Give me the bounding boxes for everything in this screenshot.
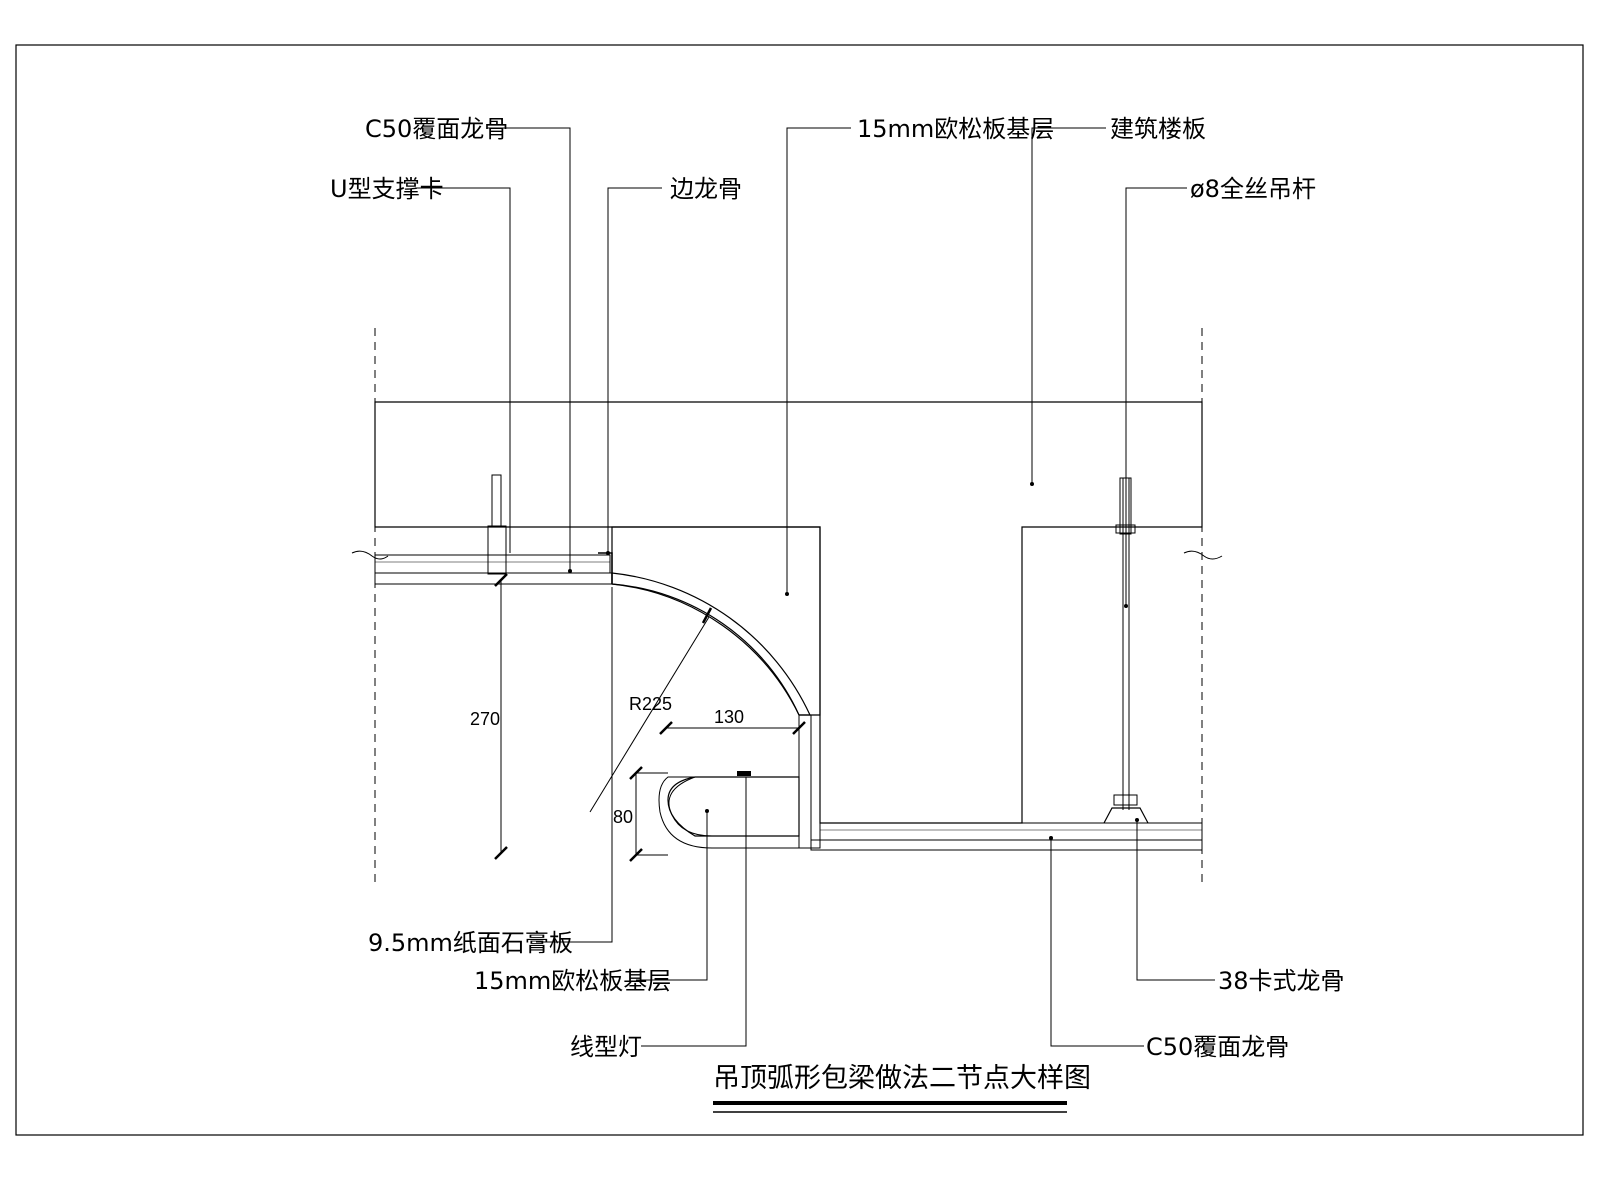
osb-board-vertical	[810, 714, 821, 849]
keel-38	[1103, 807, 1149, 824]
leader-dot	[1049, 836, 1053, 840]
label-gypsum: 9.5mm纸面石膏板	[368, 929, 573, 957]
c50-keel-right	[819, 822, 1203, 841]
leader-keel-38	[1136, 820, 1215, 981]
leader-light	[641, 777, 747, 1047]
dim-line	[659, 721, 673, 735]
label-osb-top: 15mm欧松板基层	[857, 115, 1054, 143]
c50-keel-left	[374, 554, 611, 574]
gypsum-board-left	[374, 572, 613, 585]
leader-dot	[606, 551, 610, 555]
light-trough-block	[667, 776, 800, 837]
dim-line	[701, 607, 713, 624]
dim-130: 130	[714, 707, 744, 727]
floor-slab	[374, 401, 1203, 824]
leader-dot	[1124, 604, 1128, 608]
dim-line	[792, 721, 806, 735]
label-c50-bottom: C50覆面龙骨	[1146, 1033, 1289, 1061]
linear-light	[737, 771, 751, 776]
dim-line	[494, 573, 508, 587]
gypsum-board-vertical	[798, 714, 812, 849]
u-support-clip	[487, 525, 507, 575]
label-c50-top: C50覆面龙骨	[365, 115, 508, 143]
label-keel-38: 38卡式龙骨	[1218, 967, 1345, 995]
leader-slab	[1031, 127, 1106, 484]
light-trough-board	[658, 776, 800, 849]
leader-rod	[1125, 187, 1187, 606]
rod-nut-bottom	[1113, 794, 1138, 806]
u-clip-bolt	[491, 474, 502, 527]
break-symbol-left	[351, 550, 389, 560]
label-edge-keel: 边龙骨	[670, 175, 742, 203]
label-u-clip: U型支撑卡	[330, 175, 444, 203]
label-floor-slab: 建筑楼板	[1110, 115, 1206, 143]
dim-270: 270	[470, 709, 500, 729]
dim-r225: R225	[629, 694, 672, 714]
leader-c50-bottom	[1050, 838, 1144, 1047]
sheet-border	[15, 44, 1584, 1136]
leader-u-clip	[415, 187, 511, 553]
label-osb-bottom: 15mm欧松板基层	[474, 967, 671, 995]
dim-line	[589, 616, 710, 813]
leader-dot	[568, 569, 572, 573]
leader-dot	[1135, 818, 1139, 822]
leader-edge-keel	[607, 187, 662, 553]
leader-osb-top	[786, 127, 851, 594]
label-linear-light: 线型灯	[570, 1033, 642, 1061]
leader-gypsum	[536, 587, 613, 943]
drawing-title: 吊顶弧形包梁做法二节点大样图	[713, 1063, 1091, 1094]
dim-line	[494, 846, 508, 860]
label-hanger-rod: ø8全丝吊杆	[1190, 175, 1316, 203]
leader-dot	[785, 592, 789, 596]
leader-dot	[1030, 482, 1034, 486]
break-symbol-right	[1183, 550, 1223, 560]
gypsum-board-right	[810, 839, 1203, 851]
leader-dot	[705, 809, 709, 813]
leader-osb-bottom	[636, 811, 708, 981]
leader-c50-top	[487, 127, 571, 571]
dim-80: 80	[613, 807, 633, 827]
